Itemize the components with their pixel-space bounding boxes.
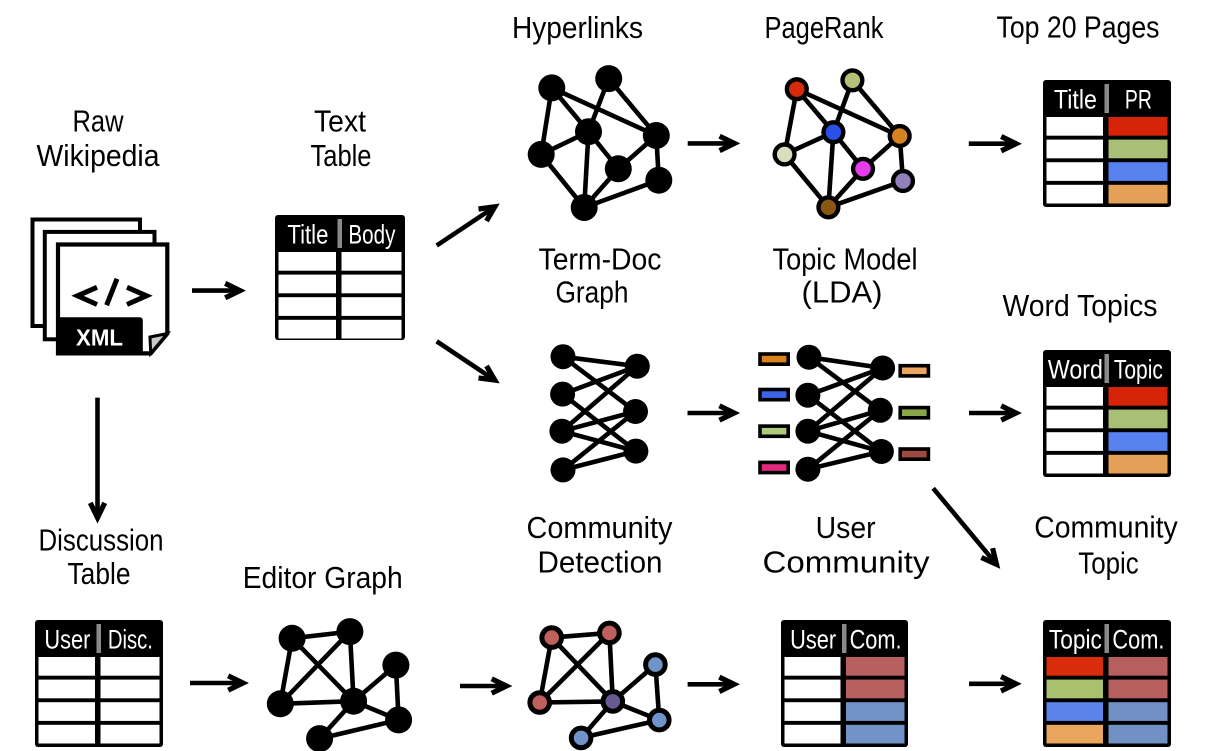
svg-text:User: User	[790, 625, 836, 655]
svg-text:Raw: Raw	[73, 104, 125, 139]
svg-text:Community: Community	[527, 510, 673, 545]
svg-text:Topic Model: Topic Model	[773, 242, 918, 277]
svg-text:Table: Table	[68, 556, 131, 591]
svg-text:Hyperlinks: Hyperlinks	[512, 10, 643, 45]
svg-text:Text: Text	[314, 104, 366, 139]
svg-text:Com.: Com.	[850, 625, 902, 655]
svg-text:Title: Title	[1054, 85, 1097, 115]
svg-text:Com.: Com.	[1112, 625, 1164, 655]
svg-text:Word: Word	[1048, 355, 1103, 385]
svg-text:Body: Body	[348, 220, 395, 250]
svg-text:Disc.: Disc.	[108, 625, 153, 655]
svg-text:Topic: Topic	[1078, 546, 1139, 581]
svg-text:XML: XML	[76, 325, 123, 351]
svg-text:(LDA): (LDA)	[802, 275, 883, 310]
svg-text:User: User	[44, 625, 90, 655]
svg-text:PR: PR	[1125, 85, 1152, 115]
svg-text:Topic: Topic	[1114, 355, 1163, 385]
svg-text:User: User	[816, 510, 876, 545]
svg-text:Wikipedia: Wikipedia	[37, 138, 161, 173]
svg-text:Graph: Graph	[556, 275, 629, 310]
svg-text:Topic: Topic	[1049, 625, 1102, 655]
svg-text:PageRank: PageRank	[765, 10, 884, 45]
svg-text:Discussion: Discussion	[39, 523, 164, 558]
svg-text:Term-Doc: Term-Doc	[539, 242, 662, 277]
svg-text:Top 20 Pages: Top 20 Pages	[997, 10, 1160, 45]
svg-text:Word Topics: Word Topics	[1003, 288, 1158, 323]
svg-text:Title: Title	[287, 220, 328, 250]
svg-text:Detection: Detection	[538, 545, 663, 580]
svg-text:Community: Community	[1034, 510, 1178, 545]
svg-text:Community: Community	[763, 545, 931, 580]
svg-text:Editor Graph: Editor Graph	[243, 560, 403, 595]
svg-text:Table: Table	[311, 138, 372, 173]
